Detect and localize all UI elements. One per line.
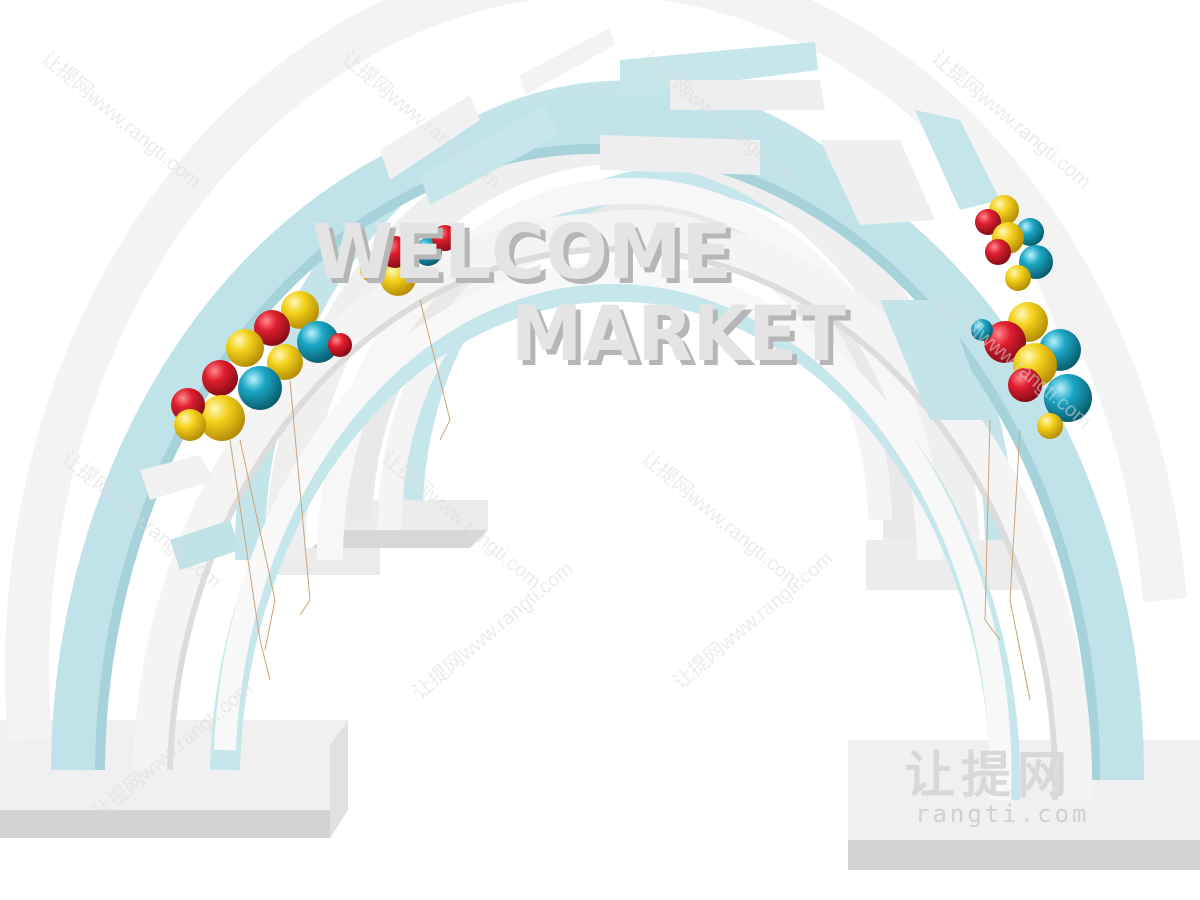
sign-line1-shadow: WELCOME	[317, 212, 737, 301]
watermark-tile: 让提网www.rangti.com	[668, 547, 837, 694]
balloon-cluster-right-top	[975, 195, 1053, 291]
sign-line2: MARKET	[511, 289, 846, 378]
balloon-strings	[229, 299, 1031, 701]
watermark-tile: 让提网www.rangti.com	[637, 446, 806, 593]
watermark-url: rangti.com	[915, 800, 1090, 828]
front-arch-blue-outer	[51, 100, 1145, 781]
watermark-tile: 让提网www.rangti.com	[408, 557, 577, 704]
sign-line1: WELCOME	[312, 207, 732, 296]
watermark-tile: 让提网www.rangti.com	[37, 46, 206, 193]
front-arch-white-mid	[133, 212, 1093, 801]
balloon-cluster-right	[971, 302, 1092, 439]
balloon-cluster-center	[360, 225, 458, 296]
sign-line2-shadow: MARKET	[516, 294, 851, 383]
balloon-cluster-left	[171, 291, 352, 441]
front-arch-white-inner	[214, 261, 1012, 801]
front-arch-white-mid-shade	[167, 246, 1059, 801]
watermark-brand: 让提网	[905, 746, 1073, 804]
welcome-market-sign: WELCOME WELCOME MARKET MARKET	[312, 207, 851, 383]
